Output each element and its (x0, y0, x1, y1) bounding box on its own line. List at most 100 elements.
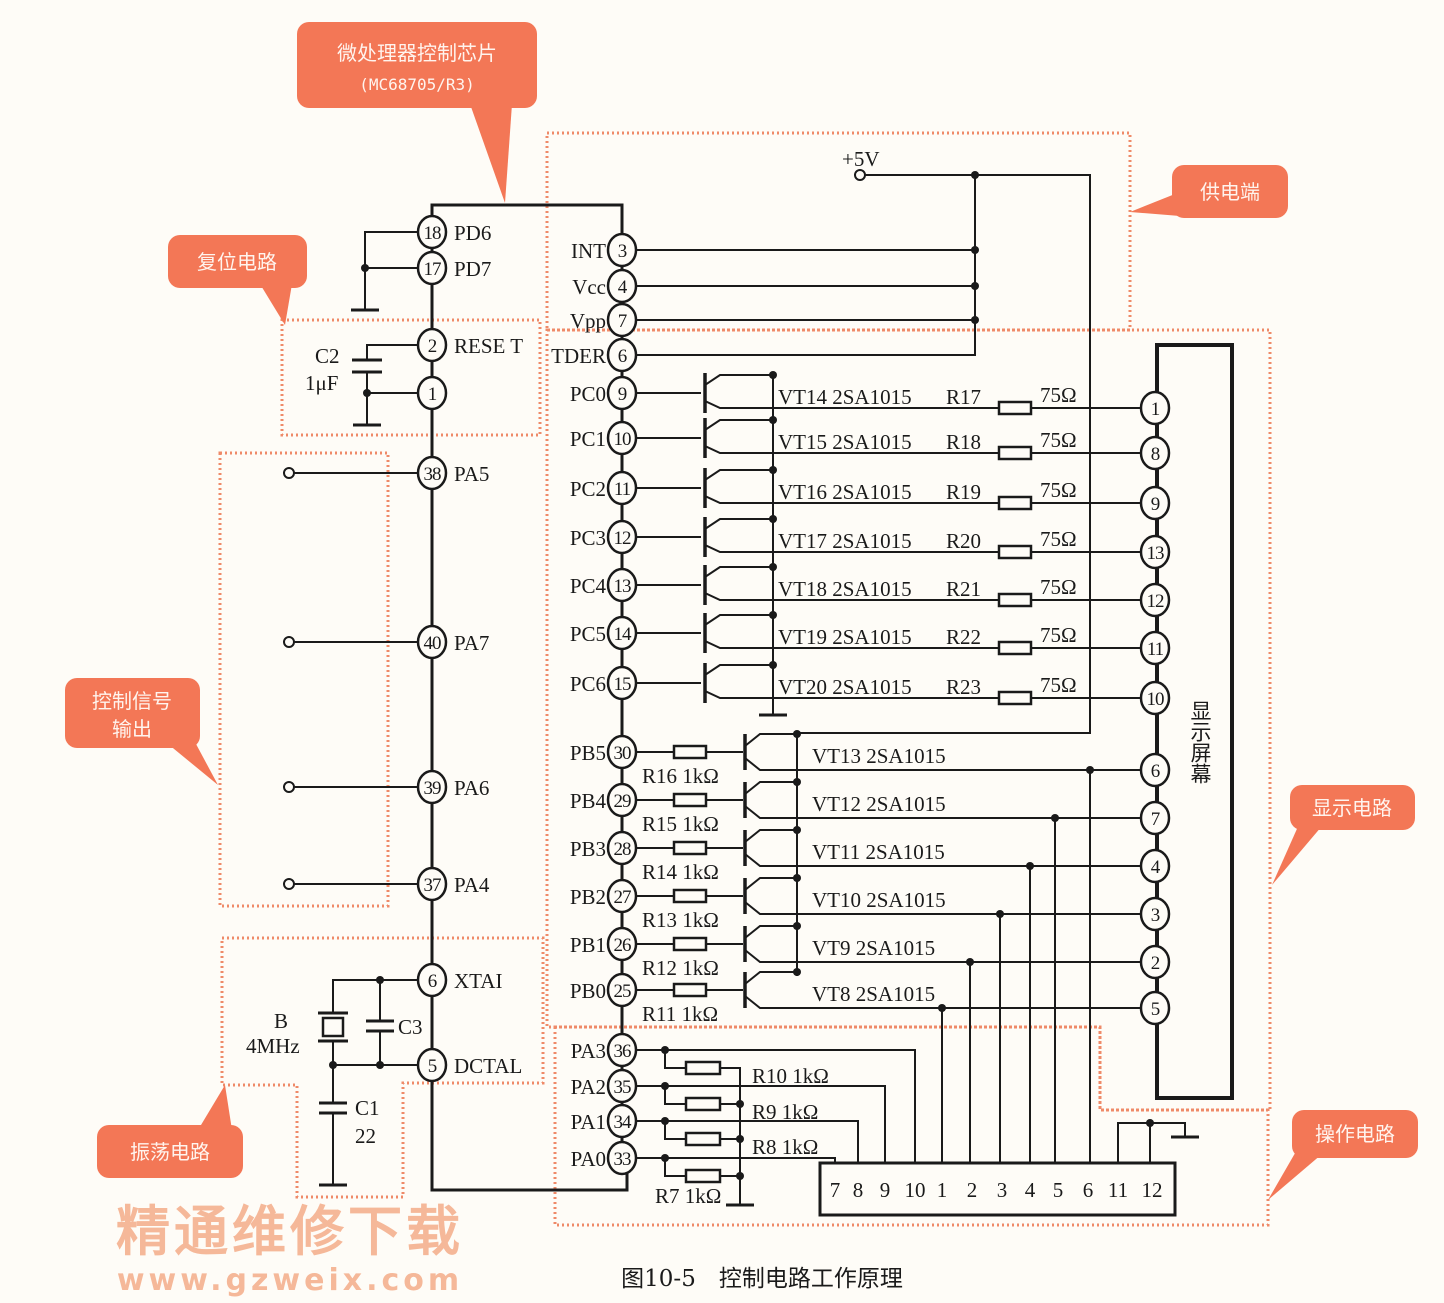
pin-number: 26 (614, 935, 632, 956)
display-pin (1139, 680, 1171, 716)
resistor-symbol (672, 792, 708, 808)
callout-reset (168, 235, 307, 288)
chip-pin (606, 420, 638, 456)
emitter-wire (743, 994, 1141, 1009)
chip-pin (606, 1032, 638, 1068)
capacitor-label: C2 (315, 344, 340, 368)
pin-number: 1 (428, 384, 437, 405)
junction-dot (769, 416, 777, 424)
pin-number: 14 (614, 624, 633, 645)
pin-number: 30 (614, 743, 632, 764)
terminal-icon (283, 467, 295, 479)
callout-power-pointer (1130, 192, 1180, 216)
pin-number: 10 (614, 429, 632, 450)
pin-label: PC5 (570, 622, 606, 646)
zone-operation-circuit (553, 1025, 1270, 1227)
display-pin (1139, 534, 1171, 570)
connector-pin-label: 10 (905, 1178, 926, 1202)
callout-chip-pointer (470, 104, 512, 203)
emitter-wire (743, 852, 1141, 867)
chip-pin (606, 878, 638, 914)
junction-dot (996, 910, 1004, 918)
chip-pin (606, 1140, 638, 1176)
chip-pin (606, 232, 638, 268)
transistor-label: VT15 2SA1015 (778, 430, 912, 454)
terminal-icon (283, 781, 295, 793)
connector-wire (636, 1157, 836, 1164)
connector-pin-label: 9 (880, 1178, 891, 1202)
callout-display (1290, 785, 1415, 830)
wire (1117, 1122, 1186, 1164)
resistor-label: R8 1kΩ (752, 1135, 818, 1159)
connector-pin-label: 5 (1053, 1178, 1064, 1202)
transistor-label: VT20 2SA1015 (778, 675, 912, 699)
chip-pin (416, 1047, 448, 1083)
pin-label: PB0 (570, 979, 606, 1003)
callout-control-pointer (168, 744, 218, 785)
resistor-symbol (997, 495, 1033, 511)
pin-number: 13 (614, 576, 632, 597)
pin-number: 11 (1147, 639, 1164, 660)
display-pin (1139, 435, 1171, 471)
junction-dot (361, 264, 369, 272)
transistor-label: VT8 2SA1015 (812, 982, 935, 1006)
pin-number: 12 (614, 528, 632, 549)
display-pin (1139, 990, 1171, 1026)
transistor-label: VT10 2SA1015 (812, 888, 946, 912)
pin-number: 2 (1151, 953, 1160, 974)
junction-dot (769, 661, 777, 669)
pin-number: 33 (614, 1149, 632, 1170)
callout-oscillator-pointer (198, 1085, 232, 1130)
pin-label: RESE T (454, 334, 523, 358)
junction-dot (793, 778, 801, 786)
emitter-wire (703, 399, 1000, 409)
connector-wire (636, 1120, 859, 1164)
pin-label: PA7 (454, 631, 489, 655)
junction-dot (376, 976, 384, 984)
pin-number: 37 (424, 875, 442, 896)
resistor-symbol (684, 1096, 722, 1112)
resistor-symbol (997, 640, 1033, 656)
wire (664, 1157, 687, 1177)
emitter-wire (743, 804, 1141, 819)
junction-dot (769, 371, 777, 379)
resistance-value: 75Ω (1040, 428, 1077, 452)
pin-number: 38 (424, 464, 442, 485)
pin-number: 35 (614, 1077, 632, 1098)
collector-wire (703, 469, 774, 482)
resistor-label: R11 1kΩ (642, 1002, 718, 1026)
pin-number: 8 (1151, 444, 1160, 465)
pin-number: 36 (614, 1041, 632, 1062)
emitter-wire (703, 494, 1000, 504)
junction-dot (363, 389, 371, 397)
pin-number: 3 (618, 241, 627, 262)
junction-dot (971, 282, 979, 290)
transistor-label: VT19 2SA1015 (778, 625, 912, 649)
connector-pin-label: 2 (967, 1178, 978, 1202)
pin-label: PA4 (454, 873, 490, 897)
collector-wire (703, 614, 774, 627)
chip-pin (606, 972, 638, 1008)
connector-pin-label: 3 (997, 1178, 1008, 1202)
chip-pin (606, 1068, 638, 1104)
resistor-label: R15 1kΩ (642, 812, 719, 836)
collector-wire (743, 925, 798, 940)
junction-dot (1051, 814, 1059, 822)
pin-label: TDER (551, 344, 606, 368)
chip-pin (606, 734, 638, 770)
pin-number: 5 (1151, 999, 1160, 1020)
connector-pin-label: 11 (1108, 1178, 1128, 1202)
junction-dot (938, 1004, 946, 1012)
pin-number: 12 (1147, 591, 1165, 612)
collector-wire (703, 566, 774, 579)
collector-wire (743, 733, 798, 748)
resistance-value: 75Ω (1040, 623, 1077, 647)
pin-label: PD6 (454, 221, 491, 245)
pin-number: 39 (424, 778, 442, 799)
resistor-label: R7 1kΩ (655, 1184, 721, 1208)
emitter-wire (703, 639, 1000, 649)
wire (664, 1049, 687, 1069)
display-pin (1139, 752, 1171, 788)
resistor-symbol (672, 840, 708, 856)
resistor-label: R17 (946, 385, 981, 409)
